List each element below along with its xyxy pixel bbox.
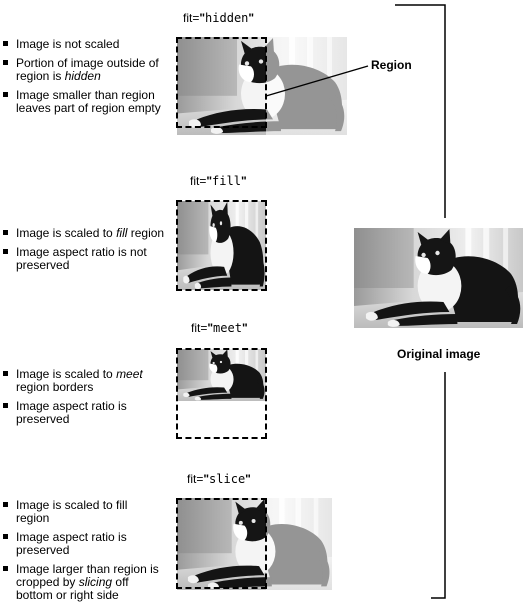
- fill-bullet-1: Image is scaled to fill region: [2, 227, 172, 240]
- hidden-region-box: [176, 37, 267, 128]
- meet-bullet-1: Image is scaled to meet region borders: [2, 368, 162, 394]
- original-cat-image: [354, 228, 523, 328]
- hidden-bullet-3: Image smaller than region leaves part of…: [2, 89, 164, 115]
- slice-overflow-fade: [266, 498, 332, 590]
- slice-bullet-1: Image is scaled to fill region: [2, 499, 164, 525]
- fit-hidden-label: fit="hidden": [183, 11, 255, 25]
- region-leader-line: [265, 65, 369, 97]
- meet-bullet-2: Image aspect ratio is preserved: [2, 400, 162, 426]
- slice-region-box: [176, 498, 267, 589]
- meet-bullets: Image is scaled to meet region borders I…: [2, 368, 162, 432]
- fill-bullet-2: Image aspect ratio is not preserved: [2, 246, 172, 272]
- bracket-line: [395, 4, 446, 599]
- fit-fill-label: fit="fill": [190, 174, 247, 188]
- slice-bullet-2: Image aspect ratio is preserved: [2, 531, 164, 557]
- fit-slice-label: fit="slice": [187, 472, 251, 486]
- hidden-bullet-1: Image is not scaled: [2, 38, 164, 51]
- fill-region-box: [176, 200, 267, 291]
- hidden-bullets: Image is not scaled Portion of image out…: [2, 38, 164, 121]
- fit-meet-label: fit="meet": [191, 321, 248, 335]
- region-label: Region: [371, 58, 412, 72]
- original-image-label: Original image: [397, 347, 481, 361]
- hidden-bullet-2: Portion of image outside of region is hi…: [2, 57, 164, 83]
- fill-bullets: Image is scaled to fill region Image asp…: [2, 227, 172, 278]
- slice-bullets: Image is scaled to fill region Image asp…: [2, 499, 164, 608]
- slice-bullet-3: Image larger than region is cropped by s…: [2, 563, 164, 602]
- hidden-overflow-fade: [266, 37, 347, 135]
- meet-region-box: [176, 348, 267, 439]
